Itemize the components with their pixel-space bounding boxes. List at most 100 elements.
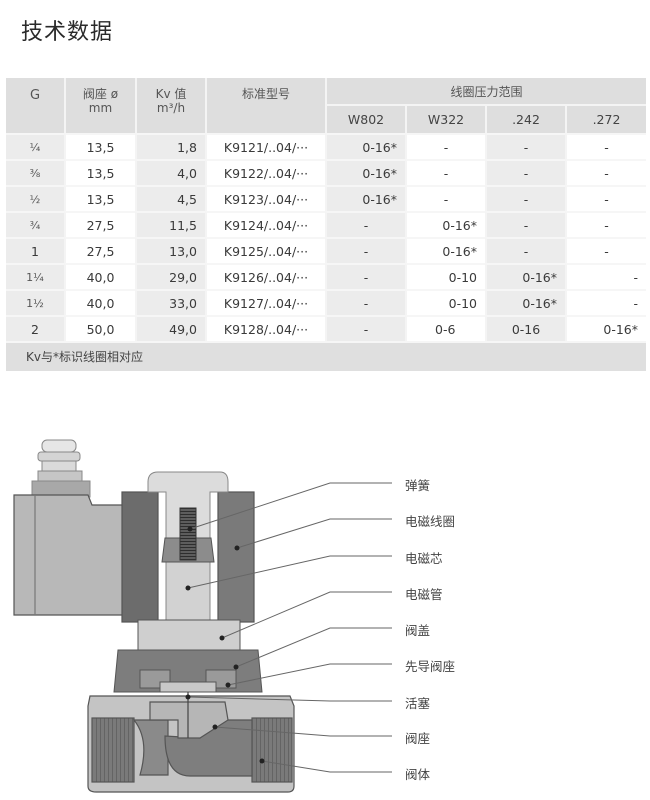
header-coil-272: .272 (565, 104, 647, 133)
cell-g: ¼ (6, 133, 64, 159)
table-footnote: Kv与*标识线圈相对应 (6, 341, 646, 371)
cell-242: 0-16* (485, 289, 565, 315)
cell-seat: 13,5 (64, 185, 135, 211)
table-row: ¼ 13,5 1,8 K9121/..04/··· 0-16* - - - (6, 133, 647, 159)
cell-g: ⅜ (6, 159, 64, 185)
leader-dots (185, 526, 265, 764)
cell-272: - (565, 133, 647, 159)
cell-seat: 40,0 (64, 263, 135, 289)
header-coil-242: .242 (485, 104, 565, 133)
cell-kv: 4,0 (135, 159, 205, 185)
cell-w322: - (405, 185, 485, 211)
cell-242: 0-16* (485, 263, 565, 289)
cell-seat: 13,5 (64, 133, 135, 159)
cell-g: 1 (6, 237, 64, 263)
cell-model: K9128/..04/··· (205, 315, 325, 341)
cell-272: - (565, 211, 647, 237)
header-seat-unit: mm (88, 101, 113, 115)
cell-w802: - (325, 315, 405, 341)
cell-w802: - (325, 289, 405, 315)
label-spring: 弹簧 (405, 478, 431, 493)
header-kv-name: Kv 值 (155, 87, 187, 101)
header-coil-w322: W322 (405, 104, 485, 133)
cell-w322: 0-10 (405, 263, 485, 289)
cell-g: 1¼ (6, 263, 64, 289)
cell-w802: 0-16* (325, 159, 405, 185)
valve-cross-section-diagram: 弹簧 电磁线圈 电磁芯 电磁管 阀盖 先导阀座 活塞 阀座 阀体 (0, 420, 650, 796)
cell-kv: 29,0 (135, 263, 205, 289)
valve-illustration (13, 439, 392, 793)
cell-w802: - (325, 237, 405, 263)
cell-272: - (565, 237, 647, 263)
label-valve-body: 阀体 (405, 767, 431, 782)
coil-housing (13, 491, 255, 623)
label-bonnet: 阀盖 (405, 623, 431, 638)
cell-kv: 11,5 (135, 211, 205, 237)
header-model: 标准型号 (205, 78, 325, 133)
cell-model: K9121/..04/··· (205, 133, 325, 159)
cell-seat: 13,5 (64, 159, 135, 185)
cell-model: K9125/..04/··· (205, 237, 325, 263)
cell-model: K9126/..04/··· (205, 263, 325, 289)
cell-242: - (485, 159, 565, 185)
cell-kv: 4,5 (135, 185, 205, 211)
leader-lines (187, 482, 392, 773)
cell-model: K9124/..04/··· (205, 211, 325, 237)
cell-w322: - (405, 159, 485, 185)
cell-272: - (565, 159, 647, 185)
cell-242: - (485, 133, 565, 159)
cell-w322: 0-10 (405, 289, 485, 315)
header-g: G (6, 78, 64, 133)
header-kv: Kv 值 m³/h (135, 78, 205, 133)
label-piston: 活塞 (405, 696, 431, 711)
table-row: ⅜ 13,5 4,0 K9122/..04/··· 0-16* - - - (6, 159, 647, 185)
header-seat-name: 阀座 ø (82, 87, 119, 101)
cell-w322: 0-6 (405, 315, 485, 341)
cell-g: 2 (6, 315, 64, 341)
cell-272: - (565, 289, 647, 315)
table-row: 1½ 40,0 33,0 K9127/..04/··· - 0-10 0-16*… (6, 289, 647, 315)
table-row: ¾ 27,5 11,5 K9124/..04/··· - 0-16* - - (6, 211, 647, 237)
cell-w322: 0-16* (405, 237, 485, 263)
spring (179, 507, 197, 561)
table-row: 2 50,0 49,0 K9128/..04/··· - 0-6 0-16 0-… (6, 315, 647, 341)
valve-body (87, 692, 295, 793)
cell-model: K9123/..04/··· (205, 185, 325, 211)
header-coil-group: 线圈压力范围 (325, 78, 647, 104)
cell-w322: - (405, 133, 485, 159)
cell-g: ½ (6, 185, 64, 211)
cell-kv: 49,0 (135, 315, 205, 341)
table-row: ½ 13,5 4,5 K9123/..04/··· 0-16* - - - (6, 185, 647, 211)
cell-w802: - (325, 263, 405, 289)
cell-242: - (485, 237, 565, 263)
cell-242: - (485, 185, 565, 211)
cell-242: 0-16 (485, 315, 565, 341)
page-title: 技术数据 (21, 20, 114, 45)
tech-data-table: G 阀座 ø mm Kv 值 m³/h 标准型号 线圈压力范围 W802 W32… (6, 78, 647, 371)
cell-w322: 0-16* (405, 211, 485, 237)
cell-model: K9127/..04/··· (205, 289, 325, 315)
header-seat: 阀座 ø mm (64, 78, 135, 133)
header-coil-w802: W802 (325, 104, 405, 133)
table-row: 1 27,5 13,0 K9125/..04/··· - 0-16* - - (6, 237, 647, 263)
cell-w802: 0-16* (325, 133, 405, 159)
cell-w802: - (325, 211, 405, 237)
label-plunger: 电磁芯 (405, 551, 443, 566)
label-pilot-seat: 先导阀座 (405, 659, 456, 674)
cell-g: 1½ (6, 289, 64, 315)
cell-242: - (485, 211, 565, 237)
label-solenoid-coil: 电磁线圈 (405, 514, 456, 529)
cell-kv: 1,8 (135, 133, 205, 159)
cell-kv: 13,0 (135, 237, 205, 263)
label-armature-tube: 电磁管 (405, 587, 443, 602)
cell-seat: 40,0 (64, 289, 135, 315)
cell-272: 0-16* (565, 315, 647, 341)
cell-model: K9122/..04/··· (205, 159, 325, 185)
cell-kv: 33,0 (135, 289, 205, 315)
cable-gland (31, 439, 91, 498)
bonnet (113, 619, 263, 693)
cell-g: ¾ (6, 211, 64, 237)
cell-seat: 50,0 (64, 315, 135, 341)
cell-272: - (565, 185, 647, 211)
cell-seat: 27,5 (64, 211, 135, 237)
